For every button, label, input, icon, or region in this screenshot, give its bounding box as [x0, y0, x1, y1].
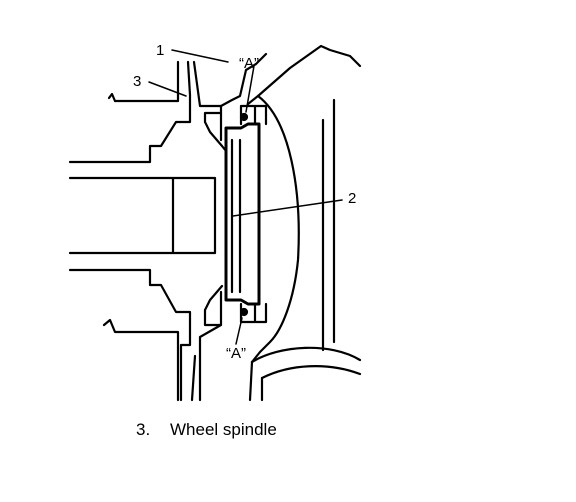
callout-a-bottom: “A” — [226, 345, 246, 362]
housing-lip-bottom — [102, 318, 180, 402]
spindle-flange-upper — [68, 60, 192, 164]
knuckle-top-curve — [219, 52, 268, 108]
caption-text: Wheel spindle — [170, 420, 277, 439]
hub-block — [68, 176, 217, 255]
housing-lip-top — [107, 92, 117, 103]
point-a-bottom-dot — [239, 307, 249, 317]
point-a-top-dot — [239, 112, 249, 122]
leader-3 — [148, 81, 187, 97]
oil-seal-inner — [230, 138, 242, 294]
leader-a-bottom — [235, 317, 243, 345]
knuckle-lower — [248, 360, 264, 402]
callout-2: 2 — [348, 190, 356, 207]
knuckle-base — [250, 346, 362, 380]
spindle-flange-lower — [68, 268, 192, 402]
figure-caption: 3. Wheel spindle — [136, 420, 277, 440]
callout-3: 3 — [133, 73, 141, 90]
caption-number: 3. — [136, 420, 151, 439]
leader-2 — [232, 199, 343, 217]
leader-1 — [171, 49, 229, 63]
callout-1: 1 — [156, 42, 164, 59]
leader-a-top — [245, 65, 255, 113]
oil-seal — [224, 122, 261, 306]
knuckle-inner-edge — [250, 94, 300, 364]
spindle-housing-upper — [113, 60, 228, 153]
callout-a-top: “A” — [239, 55, 259, 72]
spindle-housing-lower — [190, 284, 224, 402]
